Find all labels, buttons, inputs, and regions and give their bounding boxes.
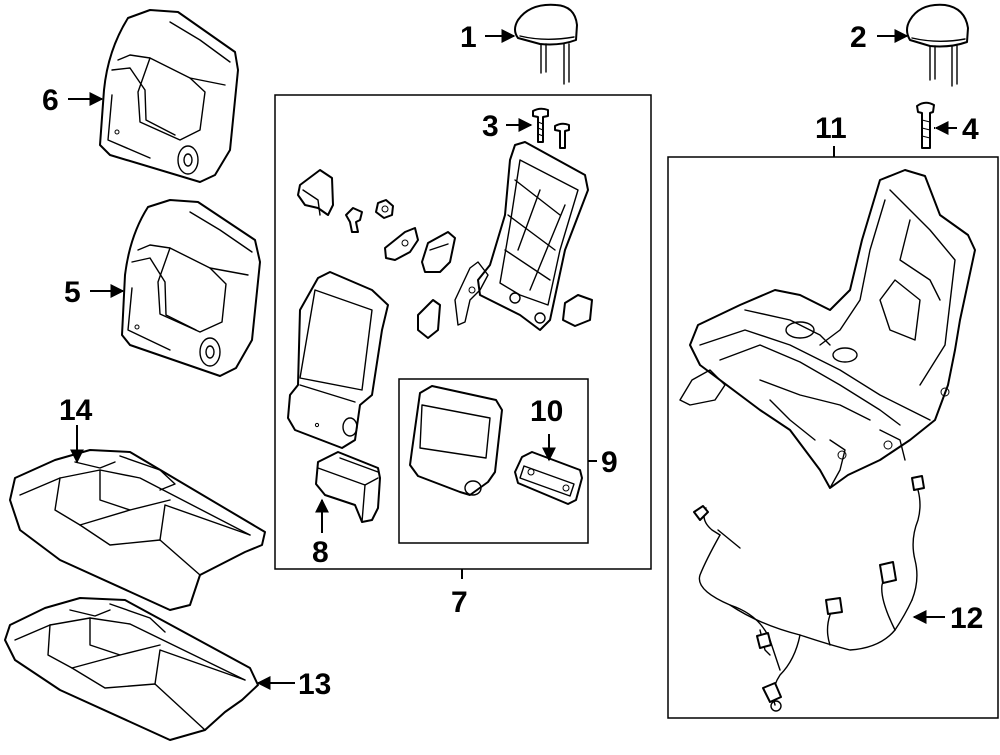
callout-11: 11: [815, 112, 847, 145]
callout-6: 6: [42, 84, 59, 117]
part-headrest-2[interactable]: [906, 3, 969, 87]
leader-lines: [68, 29, 957, 690]
part-11-seat-frame[interactable]: [679, 169, 976, 489]
callout-14: 14: [59, 394, 93, 427]
callout-10: 10: [530, 395, 563, 428]
callout-1: 1: [460, 21, 477, 54]
callout-9: 9: [601, 446, 618, 479]
callout-4: 4: [962, 113, 979, 146]
part-bolt-3[interactable]: [532, 107, 570, 149]
callout-13: 13: [298, 668, 331, 701]
part-12-wire-harness[interactable]: [693, 475, 925, 712]
callout-5: 5: [64, 276, 81, 309]
callout-8: 8: [312, 536, 329, 569]
part-clip-small-parts[interactable]: [297, 169, 593, 339]
callout-12: 12: [950, 602, 983, 635]
part-cushion-pad-13[interactable]: [4, 597, 259, 741]
part-9-armrest-panel[interactable]: [409, 385, 503, 496]
callout-2: 2: [850, 21, 867, 54]
callout-labels: 1 2 3 4 5 6 7 8 9 10 11 12 13 14: [42, 21, 983, 701]
part-armrest-cover[interactable]: [287, 271, 389, 449]
part-headrest-1[interactable]: [514, 3, 578, 85]
callout-7: 7: [451, 586, 468, 619]
part-seatback-cover-6[interactable]: [99, 9, 239, 183]
part-cushion-cover-14[interactable]: [9, 449, 266, 611]
part-armrest-frame[interactable]: [454, 141, 589, 331]
callout-3: 3: [482, 110, 499, 143]
part-seatback-cover-5[interactable]: [121, 199, 261, 377]
part-8-latch[interactable]: [315, 451, 381, 523]
part-guide-4[interactable]: [916, 101, 935, 149]
